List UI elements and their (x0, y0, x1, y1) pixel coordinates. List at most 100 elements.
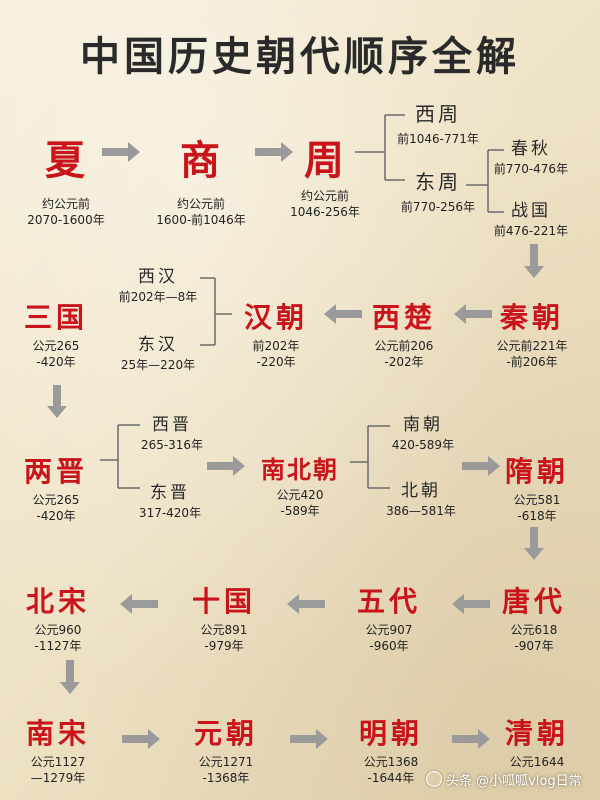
dynasty-date: 25年—220年 (120, 358, 196, 372)
dynasty-name: 清朝 (504, 717, 570, 750)
dynasty-date: 2070-1600年 (27, 213, 105, 227)
dynasty-date: 前770-476年 (493, 162, 569, 176)
dynasty-date: 前1046-771年 (397, 132, 479, 146)
dynasty-date: 公元前221年 (496, 339, 568, 353)
dynasty-date: 公元420 (276, 488, 324, 502)
arrow-qin-xichu (454, 304, 492, 324)
node-dongjin: 东晋 317-420年 (139, 478, 201, 521)
dynasty-date: -960年 (369, 639, 409, 653)
node-nansong: 南宋 公元1127 —1279年 (26, 712, 90, 786)
dynasty-date: 约公元前 (300, 189, 349, 203)
dynasty-name: 北宋 (25, 585, 91, 618)
node-han: 汉朝 前202年 -220年 (244, 296, 308, 370)
node-donghan: 东汉 25年—220年 (121, 330, 195, 373)
node-nanchao: 南朝 420-589年 (392, 410, 454, 453)
sub-dynasty-name: 东汉 (138, 335, 178, 355)
sub-dynasty-name: 西晋 (151, 415, 192, 435)
dynasty-date: 420-589年 (391, 438, 455, 452)
dynasty-date: 前770-256年 (400, 200, 476, 214)
bracket-nanbeichao (350, 425, 390, 489)
node-beisong: 北宋 公元960 -1127年 (26, 580, 90, 654)
dynasty-date: -1644年 (367, 771, 415, 785)
node-xia: 夏 约公元前 2070-1600年 (27, 128, 104, 228)
dynasty-date: —1279年 (30, 771, 86, 785)
dynasty-date: 前476-221年 (493, 224, 569, 238)
node-xizhou: 西周 前1046-771年 (397, 98, 479, 147)
dynasty-name: 五代 (356, 585, 422, 618)
node-dongzhou: 东周 前770-256年 (401, 166, 475, 215)
node-ming: 明朝 公元1368 -1644年 (359, 712, 423, 786)
dynasty-name: 十国 (191, 585, 257, 618)
watermark-text: 头条 @小呱呱vlog日常 (446, 774, 582, 789)
dynasty-date: -1127年 (34, 639, 82, 653)
dynasty-date: 公元1368 (363, 755, 419, 769)
node-wudai: 五代 公元907 -960年 (357, 580, 421, 654)
dynasty-name: 西楚 (371, 301, 437, 334)
dynasty-date: 公元前206 (374, 339, 434, 353)
arrow-nanbeichao-sui (462, 456, 500, 476)
dynasty-date: 公元891 (200, 623, 248, 637)
dynasty-name: 秦朝 (499, 301, 564, 334)
dynasty-name: 南北朝 (261, 455, 339, 484)
sub-dynasty-name: 战国 (510, 201, 551, 221)
dynasty-date: -前206年 (506, 355, 558, 369)
dynasty-date: -420年 (36, 355, 76, 369)
arrow-wudai-shiguo (287, 594, 325, 614)
node-sanguo: 三国 公元265 -420年 (24, 296, 88, 370)
dynasty-name: 商 (179, 137, 222, 184)
node-beichao: 北朝 386—581年 (386, 476, 456, 519)
node-qing: 清朝 公元1644 (505, 712, 569, 770)
dynasty-date: 公元1271 (198, 755, 254, 769)
dynasty-date: 前202年 (252, 339, 300, 353)
dynasty-date: 公元1127 (30, 755, 86, 769)
dynasty-date: -618年 (517, 509, 557, 523)
dynasty-date: -420年 (36, 509, 76, 523)
dynasty-date: -220年 (256, 355, 296, 369)
dynasty-name: 南宋 (25, 717, 91, 750)
node-xichu: 西楚 公元前206 -202年 (372, 296, 436, 370)
dynasty-date: 265-316年 (140, 438, 204, 452)
node-chunqiu: 春秋 前770-476年 (494, 134, 568, 177)
dynasty-date: 386—581年 (386, 504, 456, 518)
node-zhou: 周 约公元前 1046-256年 (290, 128, 360, 220)
dynasty-date: 1046-256年 (290, 205, 360, 219)
watermark-logo-icon (426, 771, 442, 787)
sub-dynasty-name: 南朝 (402, 415, 443, 435)
dynasty-date: 约公元前 (176, 197, 226, 211)
dynasty-date: 公元265 (32, 493, 80, 507)
node-zhanguo: 战国 前476-221年 (494, 196, 568, 239)
dynasty-date: -979年 (204, 639, 244, 653)
dynasty-name: 两晋 (23, 455, 89, 488)
dynasty-date: 公元960 (34, 623, 82, 637)
sub-dynasty-name: 西周 (415, 102, 461, 126)
arrow-xia-shang (102, 142, 140, 162)
node-qin: 秦朝 公元前221年 -前206年 (497, 296, 568, 370)
dynasty-date: 1600-前1046年 (156, 213, 246, 227)
page-title: 中国历史朝代顺序全解 (80, 33, 520, 80)
arrow-beisong-nansong (60, 660, 80, 694)
dynasty-date: 公元907 (365, 623, 413, 637)
dynasty-name: 夏 (44, 137, 87, 184)
dynasty-date: 公元265 (32, 339, 80, 353)
dynasty-date: -907年 (514, 639, 554, 653)
dynasty-date: 317-420年 (138, 506, 202, 520)
bracket-zhou (355, 114, 405, 181)
node-xijin: 西晋 265-316年 (141, 410, 203, 453)
sub-dynasty-name: 北朝 (401, 481, 441, 501)
arrow-ming-qing (452, 729, 490, 749)
arrow-tang-wudai (452, 594, 490, 614)
arrow-shiguo-beisong (120, 594, 158, 614)
dynasty-name: 明朝 (358, 717, 424, 750)
dynasty-date: 公元581 (513, 493, 561, 507)
node-shang: 商 约公元前 1600-前1046年 (156, 128, 245, 228)
arrow-nansong-yuan (122, 729, 160, 749)
dynasty-date: 前202年—8年 (118, 290, 198, 304)
node-tang: 唐代 公元618 -907年 (502, 580, 566, 654)
arrow-zhanguo-qin (524, 244, 544, 278)
dynasty-date: -1368年 (202, 771, 250, 785)
dynasty-name: 元朝 (193, 717, 259, 750)
bracket-dongzhou (466, 149, 504, 213)
dynasty-date: 约公元前 (41, 197, 91, 211)
node-nanbeichao: 南北朝 公元420 -589年 (261, 450, 339, 519)
